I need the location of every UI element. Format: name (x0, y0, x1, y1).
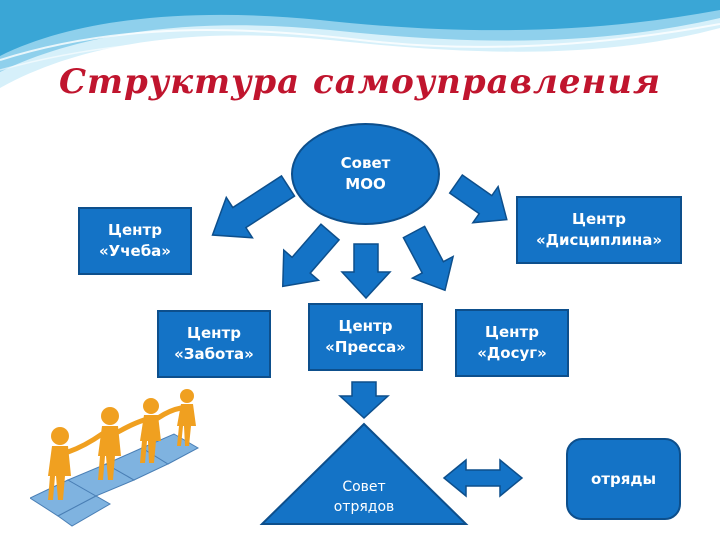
node-disciplina: Центр «Дисциплина» (516, 196, 682, 264)
arrow-to-sovet-otryadov (338, 381, 390, 420)
arrow-to-zabota (281, 223, 341, 288)
node-dosug: Центр «Досуг» (455, 309, 569, 377)
arrow-to-disciplina (448, 173, 508, 224)
node-sovet-otryadov-line1: Совет (342, 479, 386, 495)
node-disciplina-line2: «Дисциплина» (535, 231, 663, 249)
arrow-to-dosug (402, 225, 455, 292)
node-otryady: отряды (566, 438, 681, 520)
people-puzzle-illustration (30, 389, 200, 527)
double-arrow-icon (442, 458, 524, 498)
page-title: Структура самоуправления (58, 62, 662, 102)
node-dosug-line1: Центр (485, 323, 539, 341)
node-pressa-line1: Центр (338, 317, 393, 335)
node-pressa-line2: «Пресса» (325, 338, 406, 356)
sovet-otryadov-triangle (259, 422, 469, 525)
node-zabota: Центр «Забота» (157, 310, 271, 378)
node-sovet-moo-line1: Совет (340, 154, 391, 172)
node-sovet-otryadov: Совет отрядов (304, 477, 424, 517)
node-dosug-line2: «Досуг» (477, 344, 547, 362)
node-ucheba-line1: Центр (108, 221, 162, 239)
node-zabota-line1: Центр (187, 324, 241, 342)
arrow-to-pressa (340, 243, 392, 300)
node-sovet-otryadov-line2: отрядов (333, 499, 395, 515)
node-sovet-moo: Совет МОО (291, 123, 440, 225)
node-ucheba-line2: «Учеба» (98, 242, 171, 260)
node-pressa: Центр «Пресса» (308, 303, 423, 371)
header-wave (0, 0, 720, 88)
node-zabota-line2: «Забота» (174, 345, 254, 363)
arrow-to-ucheba (211, 174, 296, 239)
node-disciplina-line1: Центр (572, 210, 626, 228)
node-sovet-moo-line2: МОО (345, 175, 386, 193)
node-ucheba: Центр «Учеба» (78, 207, 192, 275)
